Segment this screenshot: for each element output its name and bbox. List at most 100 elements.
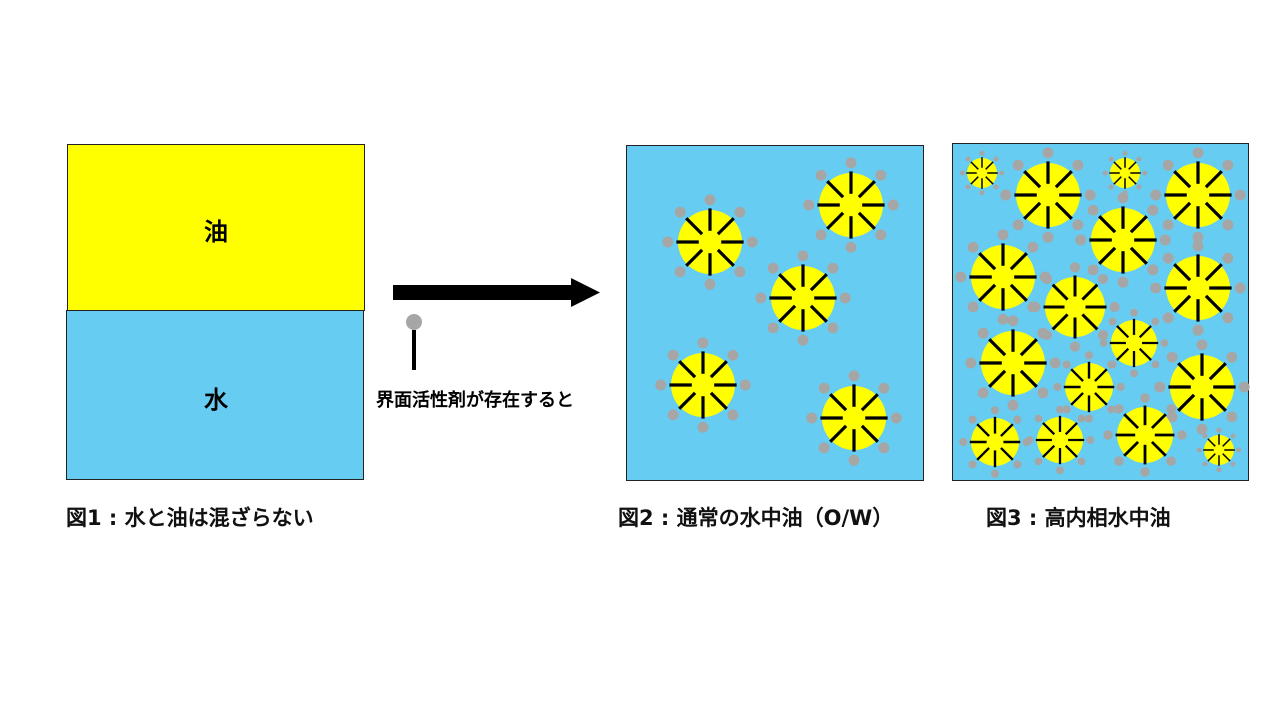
surfactant-tail: [1042, 444, 1056, 458]
surfactant-head: [697, 421, 709, 433]
surfactant-head: [1236, 447, 1242, 453]
surfactant-tail: [988, 338, 1007, 357]
surfactant-tail: [1051, 313, 1069, 331]
surfactant-head: [1042, 231, 1054, 243]
surfactant-tail: [1177, 393, 1196, 412]
surfactant-head: [1012, 159, 1024, 171]
surfactant-head: [965, 184, 971, 190]
surfactant-tail: [1173, 294, 1192, 313]
oil-droplet: [959, 406, 1031, 478]
oil-droplet: [1000, 147, 1096, 243]
surfactant-tail: [1150, 440, 1167, 457]
surfactant-tail: [809, 273, 828, 292]
surfactant-head: [1150, 189, 1162, 201]
surfactant-head: [1013, 415, 1022, 424]
surfactant-tail: [1207, 453, 1216, 462]
surfactant-head: [1087, 264, 1099, 276]
surfactant-head: [999, 170, 1005, 176]
surfactant-head: [1192, 147, 1204, 159]
surfactant-head: [806, 412, 818, 424]
surfactant-head: [887, 199, 899, 211]
surfactant-head: [1042, 147, 1054, 159]
surfactant-tail: [1129, 246, 1148, 265]
surfactant-head: [967, 301, 979, 313]
surfactant-tail: [1023, 201, 1042, 220]
surfactant-head: [1130, 369, 1138, 378]
surfactant-head: [1162, 219, 1174, 231]
surfactant-tail: [1070, 368, 1084, 382]
oil-droplet: [655, 337, 751, 433]
surfactant-head: [1142, 170, 1148, 176]
surfactant-head: [1037, 327, 1049, 339]
surfactant-tail: [716, 217, 735, 236]
surfactant-head: [1025, 436, 1034, 444]
surfactant-tail: [985, 161, 994, 170]
surfactant-head: [1049, 357, 1061, 369]
surfactant-head: [1072, 219, 1084, 231]
oil-droplet: [1154, 339, 1250, 435]
surfactant-tail: [985, 176, 994, 185]
surfactant-head: [1114, 404, 1124, 414]
surfactant-tail: [978, 283, 997, 302]
surfactant-head: [1234, 282, 1246, 294]
oil-droplet: [755, 250, 851, 346]
surfactant-tail: [1070, 392, 1084, 406]
surfactant-tail: [1000, 447, 1014, 461]
surfactant-tail: [1116, 325, 1130, 339]
surfactant-tail: [678, 360, 697, 379]
water-label: 水: [204, 386, 228, 414]
surfactant-tail: [826, 180, 845, 199]
surfactant-head: [674, 206, 686, 218]
surfactant-head: [1136, 156, 1142, 162]
surfactant-tail: [1113, 176, 1122, 185]
surfactant-tail: [685, 217, 704, 236]
surfactant-head: [967, 241, 979, 253]
surfactant-head: [1013, 460, 1022, 469]
surfactant-head: [1230, 461, 1236, 467]
surfactant-head: [993, 184, 999, 190]
surfactant-tail: [1094, 392, 1108, 406]
surfactant-tail: [829, 424, 848, 443]
surfactant-head: [1147, 204, 1159, 216]
surfactant-tail: [1128, 176, 1137, 185]
surfactant-head: [767, 262, 779, 274]
surfactant-head: [959, 437, 968, 447]
surfactant-tail: [1054, 170, 1073, 189]
surfactant-head: [1216, 467, 1222, 473]
surfactant-head: [1084, 414, 1094, 423]
surfactant-head: [1151, 360, 1160, 369]
surfactant-tail: [1204, 294, 1223, 313]
surfactant-head: [1117, 276, 1129, 288]
surfactant-head: [1103, 430, 1113, 440]
surfactant-head: [1086, 436, 1095, 444]
surfactant-tail: [1023, 170, 1042, 189]
surfactant-head: [965, 357, 977, 369]
surfactant-head: [977, 327, 989, 339]
surfactant-tail: [976, 447, 990, 461]
surfactant-tail: [1009, 283, 1028, 302]
surfactant-head: [697, 337, 709, 349]
surfactant-head: [674, 266, 686, 278]
surfactant-head: [803, 199, 815, 211]
surfactant-head: [704, 278, 716, 290]
surfactant-tail: [678, 391, 697, 410]
surfactant-tail: [970, 176, 979, 185]
surfactant-head: [1230, 433, 1236, 439]
surfactant-head: [1107, 405, 1116, 414]
oil-droplet: [803, 157, 899, 253]
surfactant-head: [1154, 381, 1166, 393]
surfactant-head: [662, 236, 674, 248]
surfactant-head: [1192, 231, 1204, 243]
surfactant-head: [1053, 382, 1062, 392]
oil-droplet: [1025, 405, 1095, 475]
surfactant-head: [1226, 411, 1238, 423]
surfactant-tail: [1051, 283, 1069, 301]
surfactant-tail: [1207, 438, 1216, 447]
surfactant-head: [1147, 264, 1159, 276]
surfactant-tail: [1204, 170, 1223, 189]
oil-label: 油: [204, 218, 228, 246]
surfactant-head: [1140, 467, 1150, 477]
surfactant-head: [1166, 411, 1178, 423]
surfactant-head: [755, 292, 767, 304]
surfactant-tail: [1081, 313, 1099, 331]
